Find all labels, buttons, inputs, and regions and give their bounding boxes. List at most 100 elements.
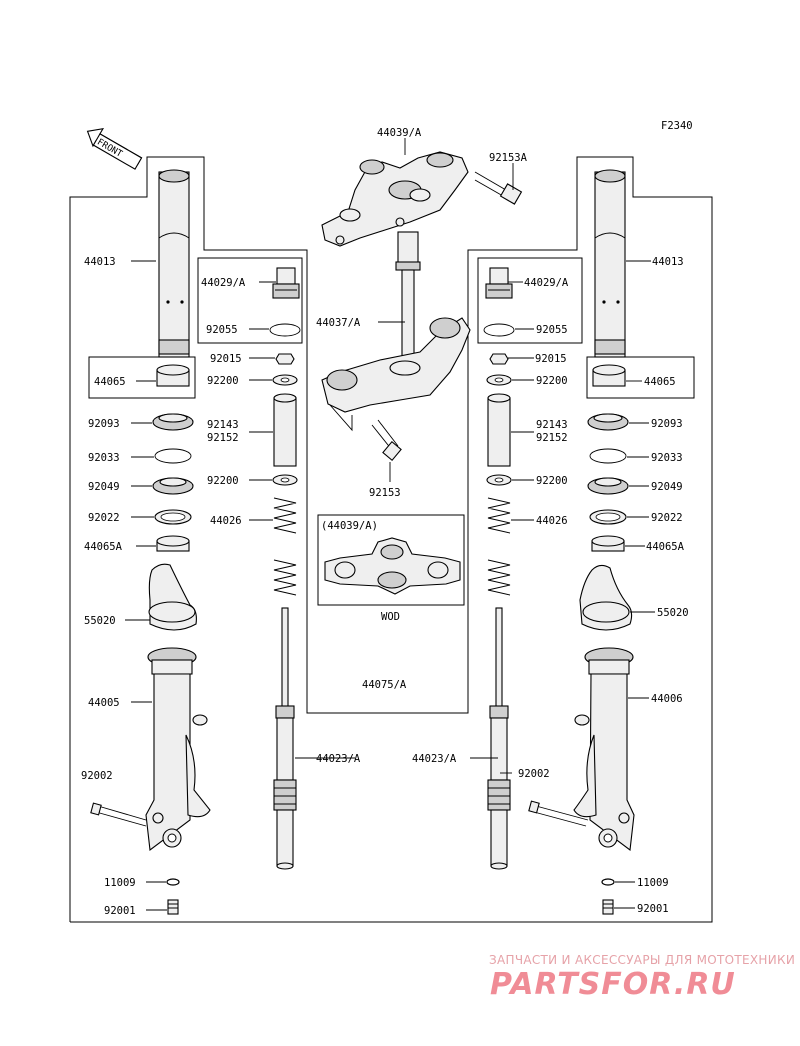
label-bolt-lower: 92153 (369, 487, 401, 499)
label-bolt-upper: 92153A (489, 152, 528, 164)
label-pipe-right-b: 92152 (536, 432, 568, 444)
left-inner-tube-part (158, 169, 190, 358)
label-bolt-right: 92002 (518, 768, 550, 780)
right-washer-mid-part (486, 474, 512, 486)
label-inset-bracket: (44039/A) (321, 520, 378, 532)
label-dust-seal-right: 92049 (651, 481, 683, 493)
label-cover-left: 55020 (84, 615, 116, 627)
label-drain-right: 92001 (637, 903, 669, 915)
label-circlip-right: 92033 (651, 452, 683, 464)
label-bolt-cap-right: 44029/A (524, 277, 569, 289)
label-pipe-right-a: 92143 (536, 419, 568, 431)
diagram-code: F2340 (661, 120, 693, 132)
label-oring-left: 92055 (206, 324, 238, 336)
left-drain-bolt-part (167, 899, 179, 915)
label-nut-left: 92015 (210, 353, 242, 365)
upper-bolt-part (474, 171, 523, 205)
left-cylinder-part (273, 607, 297, 870)
left-oring-part (269, 323, 301, 337)
right-side-bolt-part (528, 800, 589, 827)
inset-bracket-part (324, 537, 461, 595)
right-dust-seal-part (587, 477, 629, 495)
stem-bracket-part (321, 231, 471, 432)
part-labels: F2340 44039/A 92153A 44013 44013 44029/A… (81, 120, 693, 917)
left-outer-tube-part (145, 647, 211, 852)
left-side-bolt-part (90, 802, 147, 827)
label-pipe-left-b: 92152 (207, 432, 239, 444)
watermark: ЗАПЧАСТИ И АКСЕССУАРЫ ДЛЯ МОТОТЕХНИКИ PA… (489, 953, 795, 1002)
label-stem-assy: 44075/A (362, 679, 407, 691)
label-bolt-left: 92002 (81, 770, 113, 782)
label-drain-left: 92001 (104, 905, 136, 917)
label-cylinder-right: 44023/A (412, 753, 457, 765)
right-ring-part (589, 509, 627, 525)
label-gasket-right: 11009 (637, 877, 669, 889)
right-circlip-part (589, 448, 627, 464)
label-ring-right: 92022 (651, 512, 683, 524)
label-outer-right: 44006 (651, 693, 683, 705)
label-dust-seal-left: 92049 (88, 481, 120, 493)
label-cylinder-left: 44023/A (316, 753, 361, 765)
right-bolt-cap-part (485, 267, 513, 299)
label-outer-left: 44005 (88, 697, 120, 709)
label-stem-bracket: 44037/A (316, 317, 361, 329)
diagram-frame (69, 156, 713, 923)
label-bolt-cap-left: 44029/A (201, 277, 246, 289)
left-pipe-part (273, 393, 297, 467)
right-gasket-part (601, 878, 615, 886)
right-pipe-part (487, 393, 511, 467)
watermark-caption: ЗАПЧАСТИ И АКСЕССУАРЫ ДЛЯ МОТОТЕХНИКИ (489, 953, 795, 967)
label-nut-right: 92015 (535, 353, 567, 365)
upper-bracket-part (321, 151, 469, 247)
label-cover-right: 55020 (657, 607, 689, 619)
left-circlip-part (154, 448, 192, 464)
right-bushing-a-part (591, 535, 625, 552)
left-gasket-part (166, 878, 180, 886)
left-bushing-part (156, 364, 190, 387)
right-inner-tube-part (594, 169, 626, 358)
right-nut-part (489, 353, 509, 365)
label-spring-left: 44026 (210, 515, 242, 527)
label-circlip-left: 92033 (88, 452, 120, 464)
left-washer-mid-part (272, 474, 298, 486)
left-bolt-cap-part (272, 267, 300, 299)
left-dust-seal-part (152, 477, 194, 495)
label-tube-right: 44013 (652, 256, 684, 268)
left-spring-part (273, 497, 297, 596)
right-washer-top-part (486, 374, 512, 386)
label-gasket-left: 11009 (104, 877, 136, 889)
left-seal-part (152, 413, 194, 431)
inset-box (317, 514, 465, 606)
label-bushing-a-right: 44065A (646, 541, 685, 553)
lower-bolt-part (371, 419, 402, 461)
label-pipe-left-a: 92143 (207, 419, 239, 431)
label-washer-top-left: 92200 (207, 375, 239, 387)
left-nut-part (275, 353, 295, 365)
label-seal-left: 92093 (88, 418, 120, 430)
label-spring-right: 44026 (536, 515, 568, 527)
right-cover-part (579, 564, 633, 631)
left-bushing-a-part (156, 535, 190, 552)
label-washer-mid-left: 92200 (207, 475, 239, 487)
label-upper-bracket: 44039/A (377, 127, 422, 139)
label-bushing-a-left: 44065A (84, 541, 123, 553)
right-outer-tube-part (573, 647, 635, 852)
right-bushing-part (592, 364, 626, 387)
right-oring-part (483, 323, 515, 337)
front-arrow-icon: FRONT (86, 127, 143, 170)
label-bushing-left: 44065 (94, 376, 126, 388)
label-ring-left: 92022 (88, 512, 120, 524)
label-seal-right: 92093 (651, 418, 683, 430)
left-ring-part (154, 509, 192, 525)
label-bushing-right: 44065 (644, 376, 676, 388)
label-tube-left: 44013 (84, 256, 116, 268)
right-spring-part (487, 497, 511, 596)
right-cylinder-part (487, 607, 511, 870)
leader-lines (125, 138, 655, 911)
left-washer-top-part (272, 374, 298, 386)
label-washer-mid-right: 92200 (536, 475, 568, 487)
left-cover-part (148, 563, 197, 631)
right-drain-bolt-part (602, 899, 614, 915)
label-washer-top-right: 92200 (536, 375, 568, 387)
